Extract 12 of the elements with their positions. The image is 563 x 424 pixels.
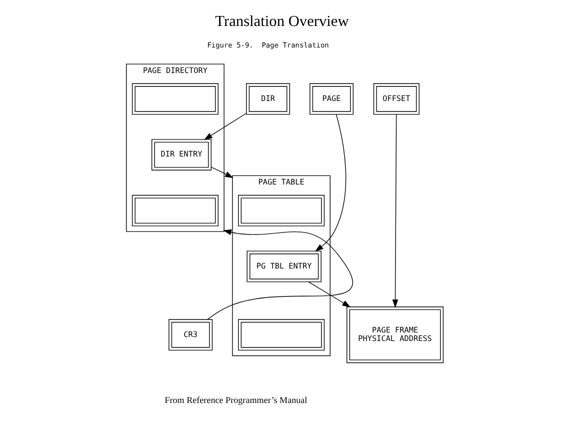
caption: From Reference Programmer’s Manual (164, 394, 307, 405)
node-box (131, 83, 218, 115)
node-box (238, 194, 324, 226)
diagram-title: Translation Overview (214, 13, 348, 30)
arrow (203, 113, 246, 140)
arrow (314, 114, 346, 252)
node-box (238, 319, 324, 351)
arrow (392, 114, 398, 308)
arrow (210, 166, 233, 178)
arrow (308, 281, 350, 308)
node-box (131, 194, 218, 226)
arrow (206, 229, 352, 320)
